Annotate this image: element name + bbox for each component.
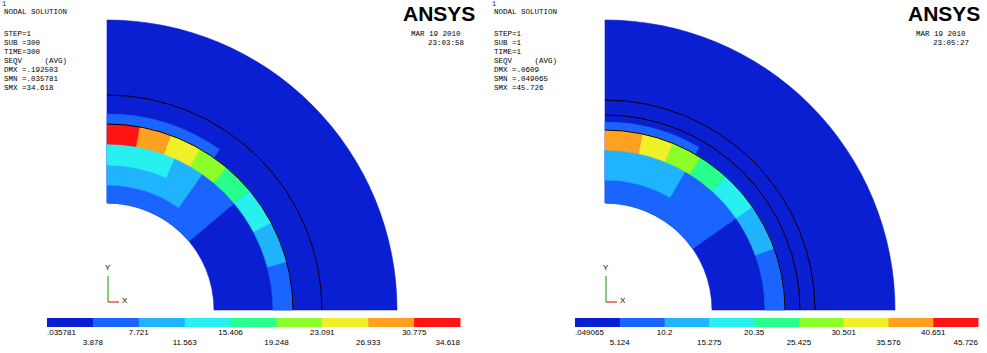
legend-value: 15.275 (697, 339, 721, 347)
stress-contour (107, 20, 397, 310)
color-bar-segment (575, 318, 620, 327)
color-bar-segment (231, 318, 277, 327)
y-axis (108, 276, 109, 302)
stress-contour (136, 127, 171, 154)
plot-date: MAR 19 2010 (916, 31, 966, 39)
color-bar-segment (276, 318, 322, 327)
color-bar-segment (185, 318, 231, 327)
material-boundary (605, 115, 800, 310)
legend-value: 26.933 (356, 339, 380, 347)
plot-time: 23:03:58 (428, 40, 464, 48)
legend-value: 35.576 (876, 339, 900, 347)
ansys-logo: ANSYS (403, 3, 475, 24)
time-info: TIME=1 (494, 49, 521, 57)
stress-contour (605, 150, 736, 249)
legend-value: .035781 (47, 329, 76, 337)
substep-info: SUB =1 (494, 40, 521, 48)
result-type: SEQV (AVG) (4, 58, 67, 66)
stress-contour (267, 262, 293, 310)
legend-value: 5.124 (610, 339, 630, 347)
max-stress: SMX =45.726 (494, 85, 544, 93)
x-axis (108, 302, 119, 303)
min-stress: SMN =.035781 (4, 76, 58, 84)
color-bar-segment (665, 318, 710, 327)
color-bar-segment (139, 318, 185, 327)
color-bar-segment (93, 318, 139, 327)
stress-contour (107, 124, 139, 147)
legend-value: .049065 (575, 329, 604, 337)
color-bar-segment (754, 318, 799, 327)
color-bar-segment (368, 318, 414, 327)
legend-value: 30.775 (402, 329, 426, 337)
legend-value: 19.248 (264, 339, 288, 347)
color-bar-segment (709, 318, 754, 327)
legend-value: 15.406 (218, 329, 242, 337)
legend-value: 30.501 (831, 329, 855, 337)
color-bar-segment (888, 318, 933, 327)
legend-value: 7.721 (129, 329, 149, 337)
plot-title: NODAL SOLUTION (494, 9, 557, 17)
axis-label: Y (105, 264, 110, 272)
substep-info: SUB =300 (4, 40, 40, 48)
step-info: STEP=1 (4, 31, 31, 39)
legend-value: 20.35 (744, 329, 764, 337)
material-boundary (107, 95, 322, 310)
time-info: TIME=300 (4, 49, 40, 57)
plot-time: 23:05:27 (933, 40, 969, 48)
stress-contour (605, 20, 895, 310)
legend-value: 3.878 (83, 339, 103, 347)
legend-value: 34.618 (436, 339, 460, 347)
legend-value: 25.425 (787, 339, 811, 347)
plot-date: MAR 19 2010 (411, 31, 461, 39)
axis-label: X (620, 297, 625, 305)
stress-contour (638, 134, 672, 162)
color-bar-segment (620, 318, 665, 327)
axis-label: X (122, 297, 127, 305)
stress-contour (605, 130, 642, 154)
max-displacement: DMX =.0609 (494, 67, 539, 75)
legend-value: 11.563 (173, 339, 197, 347)
color-bar-segment (844, 318, 889, 327)
legend-value: 40.651 (921, 329, 945, 337)
max-displacement: DMX =.192503 (4, 67, 58, 75)
plot-title: NODAL SOLUTION (4, 9, 67, 17)
ansys-logo: ANSYS (908, 3, 980, 24)
legend-value: 45.726 (954, 339, 978, 347)
color-bar-segment (47, 318, 93, 327)
stress-contour (755, 248, 785, 310)
max-stress: SMX =34.618 (4, 85, 54, 93)
color-bar-segment (799, 318, 844, 327)
legend-value: 23.091 (310, 329, 334, 337)
step-info: STEP=1 (494, 31, 521, 39)
axis-label: Y (603, 264, 608, 272)
min-stress: SMN =.049065 (494, 76, 548, 84)
y-axis (606, 276, 607, 302)
window-number: 1 (2, 1, 6, 8)
result-type: SEQV (AVG) (494, 58, 557, 66)
window-number: 1 (492, 1, 496, 8)
material-boundary (605, 100, 815, 310)
x-axis (606, 302, 617, 303)
color-bar-segment (933, 318, 978, 327)
color-bar-segment (414, 318, 460, 327)
legend-value: 10.2 (657, 329, 673, 337)
color-bar-segment (322, 318, 368, 327)
material-boundary (107, 124, 293, 310)
material-boundary (605, 130, 785, 310)
